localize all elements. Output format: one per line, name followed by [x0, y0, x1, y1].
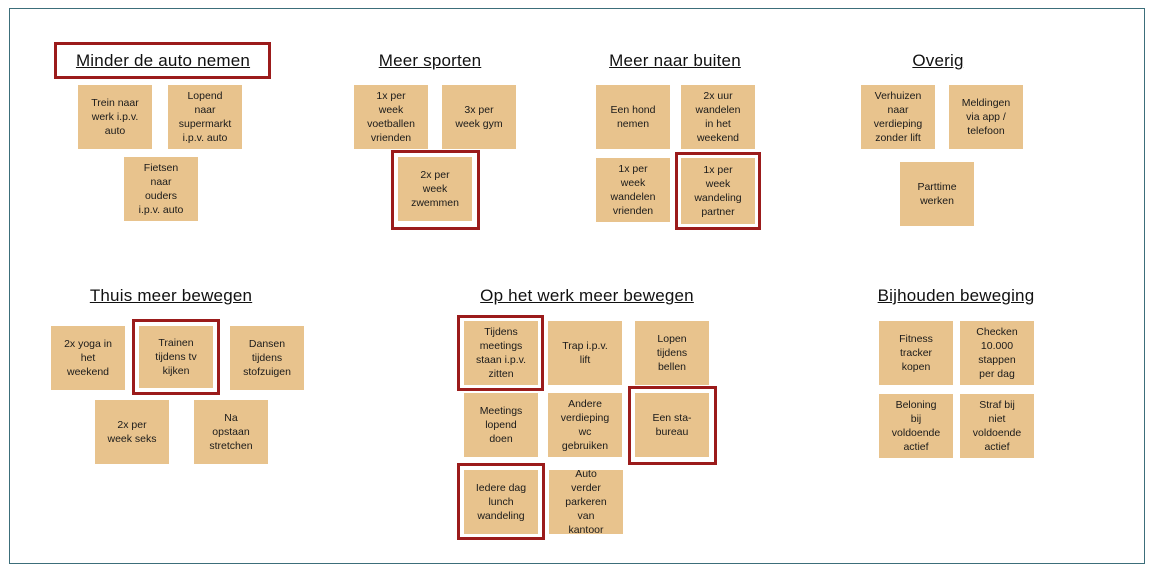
group-title-meer-sporten: Meer sporten — [378, 51, 482, 70]
heading-highlight-box — [54, 42, 271, 79]
sticky-note: Trainen tijdens tv kijken — [139, 326, 213, 388]
sticky-note: Iedere dag lunch wandeling — [464, 470, 538, 534]
sticky-note: 1x per week voetballen vrienden — [354, 85, 428, 149]
sticky-note: Meetings lopend doen — [464, 393, 538, 457]
sticky-note: Fitness tracker kopen — [879, 321, 953, 385]
sticky-note: 2x per week seks — [95, 400, 169, 464]
sticky-note: Na opstaan stretchen — [194, 400, 268, 464]
sticky-note: Lopen tijdens bellen — [635, 321, 709, 385]
sticky-note: Straf bij niet voldoende actief — [960, 394, 1034, 458]
sticky-note: 1x per week wandelen vrienden — [596, 158, 670, 222]
group-title-meer-buiten: Meer naar buiten — [609, 51, 741, 70]
group-title-werk-bewegen: Op het werk meer bewegen — [480, 286, 694, 305]
group-title-thuis-bewegen: Thuis meer bewegen — [89, 286, 253, 305]
sticky-note: 2x uur wandelen in het weekend — [681, 85, 755, 149]
sticky-note: Checken 10.000 stappen per dag — [960, 321, 1034, 385]
sticky-note: Auto verder parkeren van kantoor — [549, 468, 623, 536]
group-title-minder-auto: Minder de auto nemen — [75, 51, 251, 70]
sticky-note: Fietsen naar ouders i.p.v. auto — [124, 157, 198, 221]
sticky-note: Tijdens meetings staan i.p.v. zitten — [464, 321, 538, 385]
sticky-note: Dansen tijdens stofzuigen — [230, 326, 304, 390]
sticky-note: Een sta- bureau — [635, 393, 709, 457]
sticky-note: Meldingen via app / telefoon — [949, 85, 1023, 149]
sticky-note: Trap i.p.v. lift — [548, 321, 622, 385]
sticky-note: Lopend naar supermarkt i.p.v. auto — [168, 85, 242, 149]
group-title-bijhouden: Bijhouden beweging — [877, 286, 1035, 305]
sticky-note: Verhuizen naar verdieping zonder lift — [861, 85, 935, 149]
diagram-frame — [9, 8, 1145, 564]
sticky-note: Trein naar werk i.p.v. auto — [78, 85, 152, 149]
sticky-note: Parttime werken — [900, 162, 974, 226]
group-title-overig: Overig — [912, 51, 964, 70]
sticky-note: 2x per week zwemmen — [398, 157, 472, 221]
sticky-note: Een hond nemen — [596, 85, 670, 149]
sticky-note: 3x per week gym — [442, 85, 516, 149]
sticky-note: Beloning bij voldoende actief — [879, 394, 953, 458]
sticky-note: Andere verdieping wc gebruiken — [548, 393, 622, 457]
sticky-note: 1x per week wandeling partner — [681, 158, 755, 224]
sticky-note: 2x yoga in het weekend — [51, 326, 125, 390]
